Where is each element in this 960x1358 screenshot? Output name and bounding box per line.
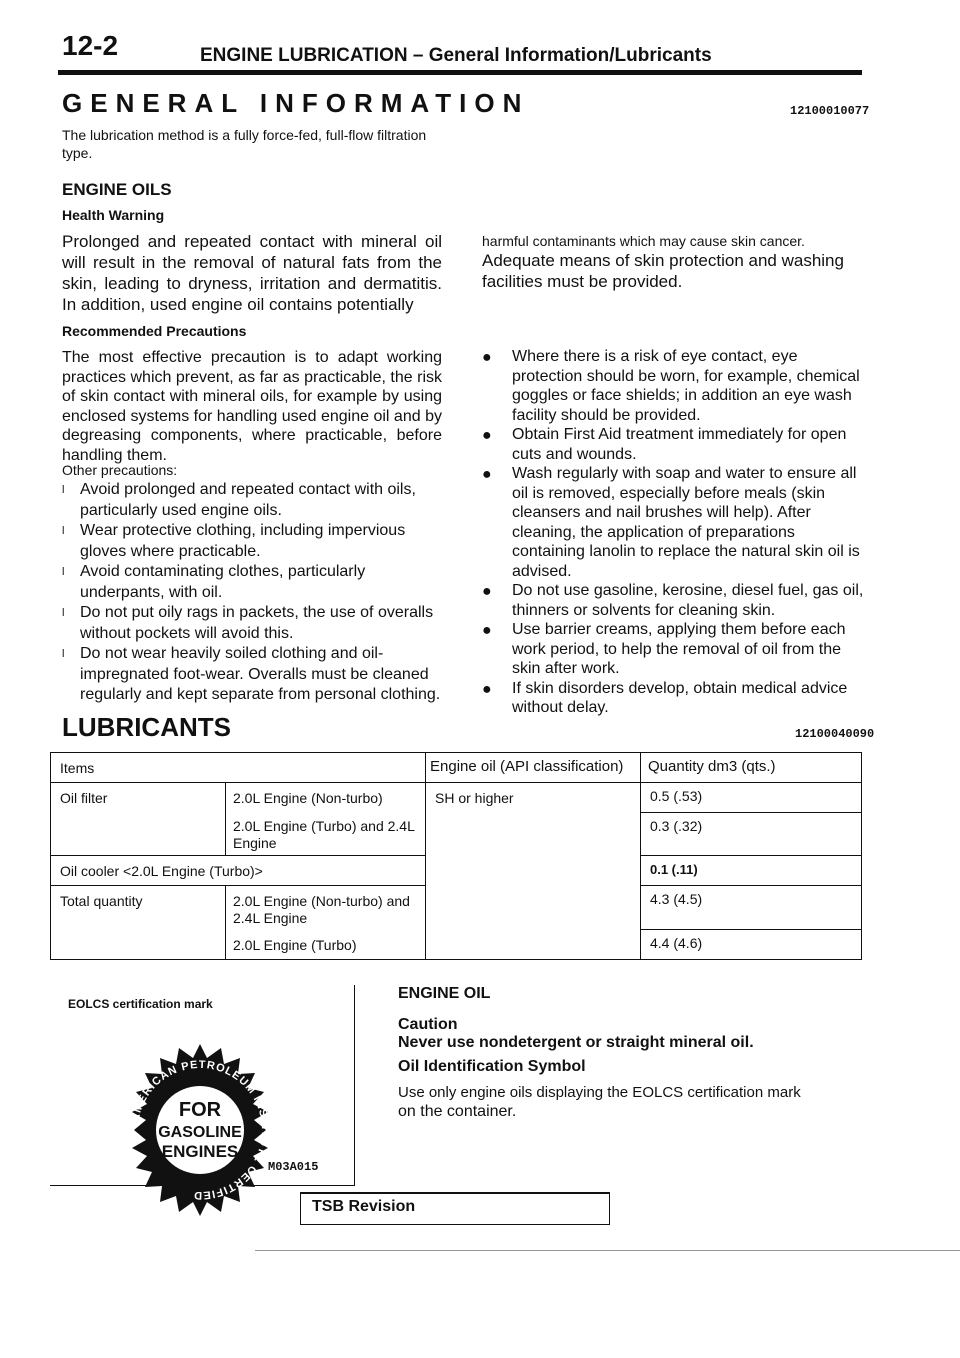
caution-label: Caution: [398, 1016, 458, 1033]
lubricants-table: Items Engine oil (API classification) Qu…: [50, 752, 862, 960]
table-cell: SH or higher: [435, 790, 514, 806]
header-rule: [58, 70, 862, 75]
page-number: 12-2: [62, 30, 119, 61]
table-cell: Oil filter: [60, 790, 108, 806]
list-item: ●Where there is a risk of eye contact, e…: [482, 348, 860, 424]
column-header-quantity: Quantity dm3 (qts.): [648, 758, 776, 775]
oil-identification-text: Use only engine oils displaying the EOLC…: [398, 1084, 801, 1101]
table-cell: 2.0L Engine (Turbo) and 2.4L Engine: [233, 818, 415, 851]
page-header-title: ENGINE LUBRICATION – General Information…: [200, 45, 712, 66]
list-item: ●Use barrier creams, applying them befor…: [482, 621, 846, 677]
health-warning-title: Health Warning: [62, 207, 165, 223]
health-warning-text: Prolonged and repeated contact with mine…: [62, 232, 442, 314]
engine-oils-title: ENGINE OILS: [62, 180, 172, 199]
table-cell: 0.5 (.53): [650, 788, 703, 804]
table-cell: 0.1 (.11): [650, 862, 698, 877]
column-header-items: Items: [60, 760, 95, 776]
lubricants-title: LUBRICANTS: [62, 712, 231, 742]
svg-text:GASOLINE: GASOLINE: [158, 1124, 242, 1141]
recommended-precautions-title: Recommended Precautions: [62, 323, 247, 339]
table-cell: 0.3 (.32): [650, 818, 703, 834]
health-warning-continued-2: Adequate means of skin protection and wa…: [482, 251, 844, 291]
recommended-precautions-text: The most effective precaution is to adap…: [62, 349, 442, 464]
list-item: ●Wash regularly with soap and water to e…: [482, 465, 860, 580]
health-warning-continued: harmful contaminants which may cause ski…: [482, 233, 805, 249]
eolcs-certification-seal: AMERICAN PETROLEUM INSTITUTE CERTIFIED F…: [110, 1040, 290, 1220]
engine-oil-title: ENGINE OIL: [398, 985, 491, 1002]
svg-text:FOR: FOR: [179, 1099, 222, 1121]
list-item: ●Obtain First Aid treatment immediately …: [482, 426, 847, 463]
table-cell: 4.3 (4.5): [650, 891, 703, 907]
svg-text:ENGINES: ENGINES: [162, 1142, 239, 1161]
tsb-revision-box: [300, 1192, 610, 1225]
general-intro: The lubrication method is a fully force-…: [62, 127, 427, 161]
tsb-revision-label: TSB Revision: [312, 1198, 416, 1215]
table-cell: Oil cooler <2.0L Engine (Turbo)>: [60, 863, 263, 879]
general-section-code: 12100010077: [790, 104, 870, 118]
oil-identification-text-2: on the container.: [398, 1103, 517, 1120]
right-precaution-list: ●Where there is a risk of eye contact, e…: [482, 347, 864, 718]
list-item: ●Do not use gasoline, kerosine, diesel f…: [482, 582, 864, 619]
table-cell: Total quantity: [60, 893, 143, 909]
table-cell: 4.4 (4.6): [650, 935, 703, 951]
figure-code: M03A015: [268, 1160, 319, 1174]
caution-text: Never use nondetergent or straight miner…: [398, 1034, 754, 1051]
footer-rule: [255, 1250, 960, 1251]
column-header-engine-oil: Engine oil (API classification): [430, 758, 624, 775]
table-cell: 2.0L Engine (Non-turbo) and 2.4L Engine: [233, 893, 410, 926]
lubricants-section-code: 12100040090: [795, 727, 875, 741]
other-precautions-label: Other precautions:: [62, 462, 178, 478]
table-cell: 2.0L Engine (Non-turbo): [233, 790, 383, 806]
list-item: ●If skin disorders develop, obtain medic…: [482, 679, 848, 717]
general-information-title: GENERAL INFORMATION: [62, 88, 530, 118]
table-cell: 2.0L Engine (Turbo): [233, 937, 357, 953]
oil-identification-title: Oil Identification Symbol: [398, 1058, 586, 1075]
eolcs-label: EOLCS certification mark: [68, 997, 213, 1011]
